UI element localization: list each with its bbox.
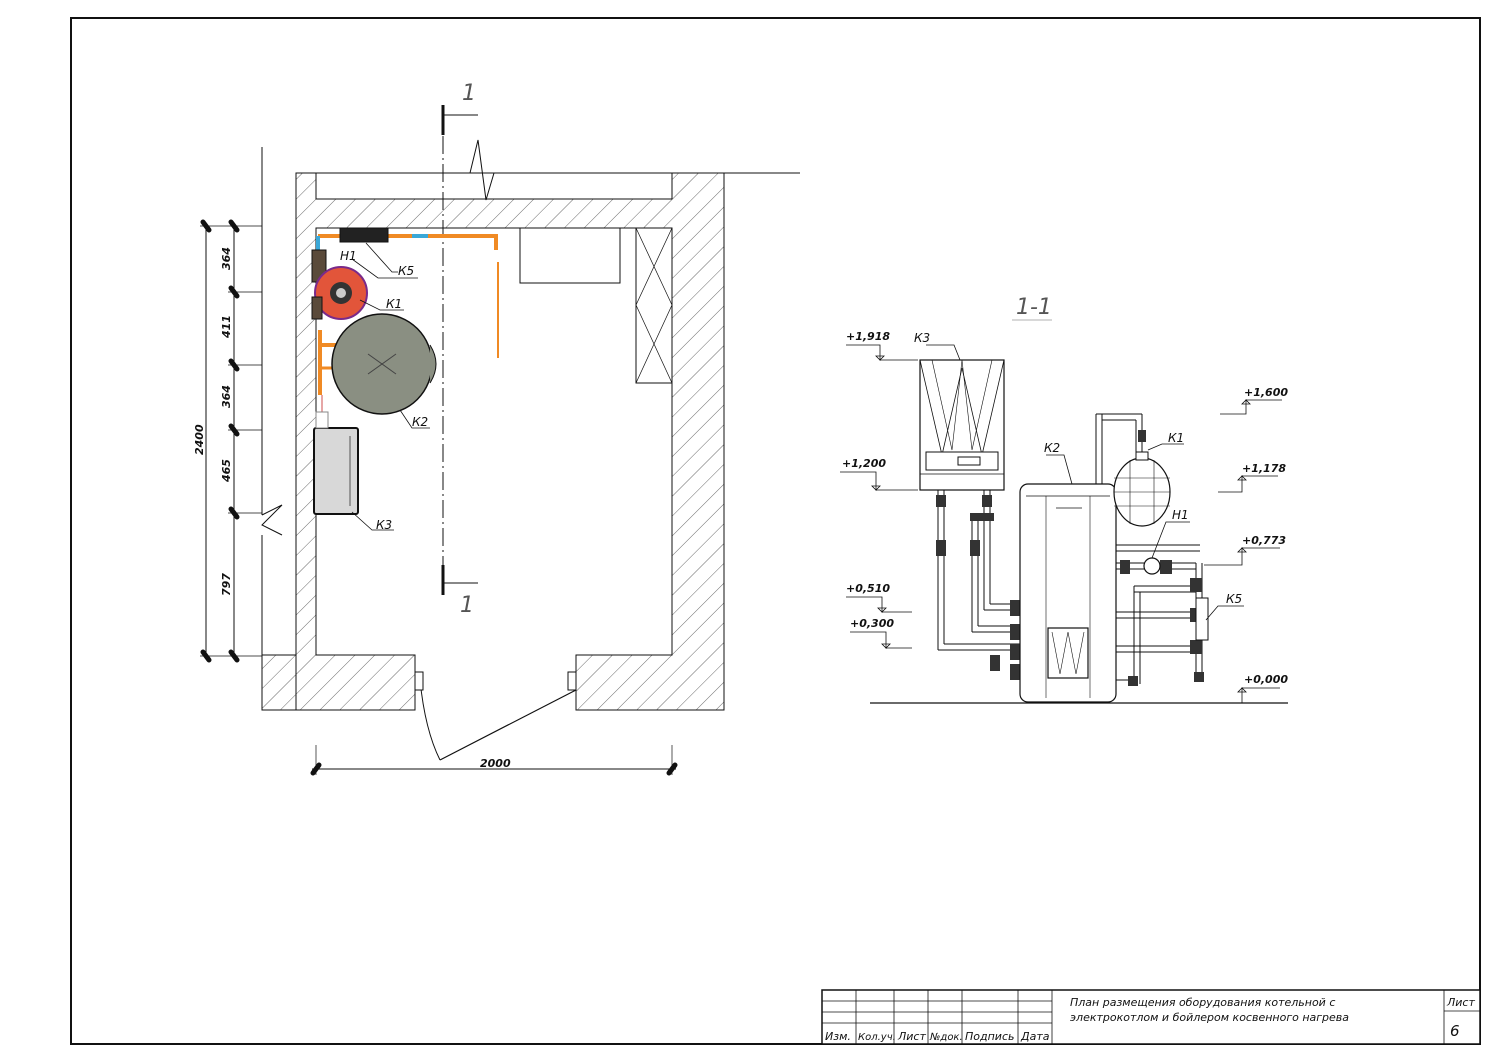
dim-797: 797 bbox=[220, 573, 233, 596]
plan-label-h1: Н1 bbox=[340, 249, 357, 263]
manifold-k5 bbox=[339, 227, 389, 243]
plan-label-k1: К1 bbox=[386, 297, 402, 311]
stamp-header-koluch: Кол.уч. bbox=[858, 1032, 896, 1043]
level-0300: +0,300 bbox=[850, 617, 894, 630]
stamp-title-line1: План размещения оборудования котельной с bbox=[1070, 996, 1335, 1009]
plan-label-k5: К5 bbox=[398, 264, 414, 278]
stamp-header-data: Дата bbox=[1020, 1030, 1050, 1043]
section-label-k5: К5 bbox=[1226, 592, 1242, 606]
level-1918: +1,918 bbox=[846, 330, 890, 343]
electric-boiler-k3-elevation bbox=[919, 359, 1005, 491]
section-label-k1: К1 bbox=[1168, 431, 1184, 445]
wall-cabinet bbox=[519, 227, 621, 284]
plan-label-k2: К2 bbox=[412, 415, 428, 429]
title-block: Изм. Кол.уч. Лист №док. Подпись Дата Пла… bbox=[821, 989, 1481, 1045]
dim-411: 411 bbox=[220, 315, 233, 339]
section-label-k3: К3 bbox=[914, 331, 930, 345]
section-mark-bottom: 1 bbox=[460, 593, 474, 618]
dimension-horizontal: 2000 bbox=[310, 745, 678, 776]
stamp-header-podpis: Подпись bbox=[965, 1030, 1014, 1043]
electric-boiler-k3 bbox=[313, 427, 359, 515]
level-1600: +1,600 bbox=[1244, 386, 1288, 399]
section-mark-top: 1 bbox=[462, 81, 476, 106]
pump-h1-elevation bbox=[1143, 557, 1161, 575]
stamp-header-list: Лист bbox=[897, 1030, 926, 1043]
door-swing bbox=[419, 679, 441, 761]
level-marks-right bbox=[1204, 399, 1282, 704]
section-label-k2: К2 bbox=[1044, 441, 1060, 455]
dim-2000: 2000 bbox=[480, 757, 511, 770]
door-leaf bbox=[439, 689, 577, 761]
stamp-sheet-number: 6 bbox=[1450, 1022, 1460, 1040]
dim-364-a: 364 bbox=[220, 247, 233, 270]
dim-465: 465 bbox=[220, 459, 233, 483]
level-1178: +1,178 bbox=[1242, 462, 1286, 475]
dim-364-b: 364 bbox=[220, 385, 233, 408]
level-marks-left bbox=[840, 344, 918, 649]
stamp-title-line2: электрокотлом и бойлером косвенного нагр… bbox=[1070, 1011, 1349, 1024]
stamp-sheet-label: Лист bbox=[1446, 996, 1475, 1009]
section-label-h1: Н1 bbox=[1172, 508, 1189, 522]
dimension-chain-vertical: 364 411 364 465 797 2400 bbox=[193, 219, 262, 663]
plan-view: 1 1 Н1 К5 К1 bbox=[193, 81, 800, 776]
stamp-header-ndok: №док. bbox=[929, 1032, 963, 1043]
section-view: 1-1 К3 bbox=[840, 295, 1288, 704]
top-opening bbox=[315, 172, 673, 200]
dim-2400: 2400 bbox=[193, 424, 206, 455]
level-0510: +0,510 bbox=[846, 582, 890, 595]
boiler-k2-elevation bbox=[1019, 483, 1117, 703]
ventilation-block bbox=[635, 227, 673, 384]
level-1200: +1,200 bbox=[842, 457, 886, 470]
sheet-frame bbox=[70, 17, 1481, 1045]
expansion-tank-k1-elevation bbox=[1113, 451, 1171, 527]
manifold-k5-elevation bbox=[1195, 597, 1209, 641]
plan-label-k3: К3 bbox=[376, 518, 392, 532]
level-0773: +0,773 bbox=[1242, 534, 1286, 547]
level-0000: +0,000 bbox=[1244, 673, 1288, 686]
stamp-header-izm: Изм. bbox=[825, 1030, 851, 1043]
section-title: 1-1 bbox=[1016, 295, 1052, 320]
